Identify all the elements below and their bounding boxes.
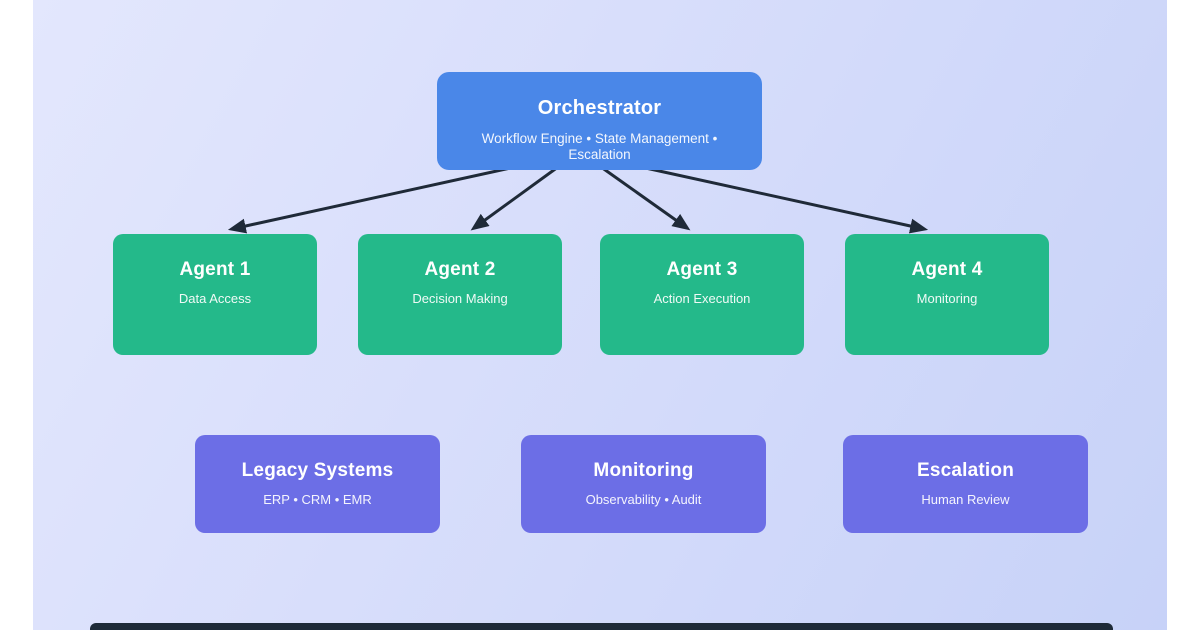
agent-4-node: Agent 4 Monitoring [845, 234, 1049, 355]
monitoring-title: Monitoring [593, 460, 694, 481]
agent-1-subtitle: Data Access [178, 291, 252, 306]
orchestrator-title: Orchestrator [537, 97, 662, 119]
agent-4-title: Agent 4 [911, 259, 983, 280]
agent-1-node: Agent 1 Data Access [113, 234, 317, 355]
monitoring-node: Monitoring Observability • Audit [521, 435, 766, 533]
escalation-subtitle: Human Review [921, 492, 1010, 507]
escalation-title: Escalation [916, 460, 1015, 481]
monitoring-subtitle: Observability • Audit [585, 492, 702, 507]
agent-2-title: Agent 2 [424, 259, 496, 280]
agent-3-title: Agent 3 [666, 259, 738, 280]
legacy-systems-node: Legacy Systems ERP • CRM • EMR [195, 435, 440, 533]
agent-3-node: Agent 3 Action Execution [600, 234, 804, 355]
escalation-node: Escalation Human Review [843, 435, 1088, 533]
agent-4-subtitle: Monitoring [916, 291, 978, 306]
agent-1-title: Agent 1 [179, 259, 251, 280]
legacy-systems-title: Legacy Systems [241, 460, 394, 481]
bottom-window-edge [90, 623, 1113, 630]
orchestrator-node: Orchestrator Workflow Engine • State Man… [437, 72, 762, 170]
agent-3-subtitle: Action Execution [653, 291, 751, 306]
orchestrator-subtitle: Workflow Engine • State Management • Esc… [481, 131, 718, 162]
agent-2-subtitle: Decision Making [412, 291, 508, 306]
agent-2-node: Agent 2 Decision Making [358, 234, 562, 355]
legacy-systems-subtitle: ERP • CRM • EMR [263, 492, 372, 507]
